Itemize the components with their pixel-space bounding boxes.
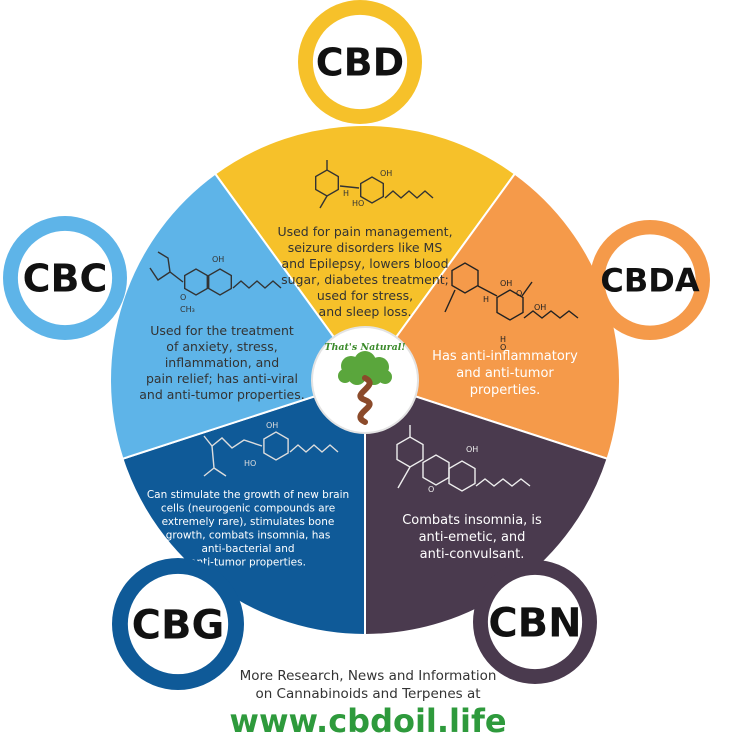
description-line: Combats insomnia, is [402,513,542,528]
molecule-atom-label: H [500,335,506,344]
molecule-atom-label: O [516,289,522,298]
molecule-bond [444,289,456,313]
molecule-chain [203,435,263,449]
molecule-cbc: OH O CH₃ [149,251,282,314]
molecule-ring [451,262,479,294]
molecule-atom-label: HO [352,199,364,208]
logo-leaf [338,369,352,383]
molecule-bond [339,185,360,189]
description-cbda: Has anti-inflammatory and anti-tumor prope… [432,349,578,398]
molecule-atom-label: HO [244,459,256,468]
description-line: and sleep loss. [319,304,412,319]
badge-label-cbg: CBG [132,602,225,648]
description-line: used for stress, [317,288,413,303]
description-line: Has anti-inflammatory [432,349,578,364]
badge-label-cbd: CBD [316,41,404,85]
molecule-atom-label: OH [466,445,478,454]
molecule-atom-label: H [483,295,489,304]
description-line: of anxiety, stress, [166,339,277,354]
description-line: and Epilepsy, lowers blood [281,256,448,271]
logo-trunk [357,375,373,425]
description-line: anti-bacterial and [201,543,294,555]
molecule-ring [448,460,476,492]
molecule-atom-label: OH [380,169,392,178]
molecule-chain [232,280,282,289]
description-line: Can stimulate the growth of new brain [147,489,349,501]
molecule-cbn: OH O [396,425,531,494]
molecule-atom-label: OH [534,303,546,312]
molecule-chain [523,310,579,319]
molecule-cbg: OH HO [203,421,339,477]
molecule-atom-label: OH [266,421,278,430]
molecule-bond [521,281,533,297]
description-cbg: Can stimulate the growth of new brain cel… [147,489,349,569]
molecule-chain [203,445,227,477]
molecule-cbd: OH HHO [315,160,434,209]
description-line: inflammation, and [165,355,279,370]
molecule-atom-label: OH [500,279,512,288]
description-line: anti-tumor properties. [190,557,306,569]
thats-natural-logo: That's Natural! [311,326,419,434]
badge-inner [487,574,583,670]
molecule-ring [184,268,208,296]
molecule-atom-label: O [428,485,434,494]
description-cbd: Used for pain management,seizure disorde… [277,224,452,319]
description-line: seizure disorders like MS [288,240,443,255]
molecule-chain [384,190,434,199]
description-line: pain relief; has anti-viral [146,371,298,386]
molecule-chain [149,251,184,283]
badge-label-cbc: CBC [23,257,108,301]
molecule-atom-label: CH₃ [180,305,195,314]
molecule-chain [475,478,531,487]
molecule-ring [496,289,524,321]
molecule-ring [360,176,384,204]
badge-cbda: CBDA [590,220,710,340]
badge-cbg: CBG [112,558,244,690]
badge-inner [312,14,408,110]
description-line: sugar, diabetes treatment; [281,272,449,287]
description-line: and anti-tumor [456,366,554,381]
footer-line-1: More Research, News and Information [239,668,497,684]
molecule-atom-label: OH [212,255,224,264]
badge-cbd: CBD [298,0,422,124]
description-line: and anti-tumor properties. [139,387,304,402]
description-cbn: Combats insomnia, is anti-emetic, and anti… [402,513,542,562]
description-line: cells (neurogenic compounds are [161,503,335,515]
badge-cbn: CBN [473,560,597,684]
molecule-ring [208,268,232,296]
badge-inner [17,230,113,326]
logo-text: That's Natural! [324,342,405,353]
footer-website-link[interactable]: www.cbdoil.life [229,702,507,740]
description-line: Used for pain management, [277,224,452,239]
molecule-bond [397,466,411,489]
molecule-atom-label: H [343,189,349,198]
description-line: growth, combats insomnia, has [166,530,331,542]
logo-leaf [348,367,366,385]
molecule-atom-label: O [180,293,186,302]
logo-leaf [378,370,392,384]
molecule-atom-label: O [500,343,506,352]
footer-line-2: on Cannabinoids and Terpenes at [255,686,481,702]
badge-label-cbda: CBDA [600,262,699,300]
description-line: anti-emetic, and [419,530,526,545]
description-line: anti-convulsant. [420,547,525,562]
description-line: properties. [470,383,540,398]
description-line: Used for the treatment [150,323,294,338]
badge-cbc: CBC [3,216,127,340]
segment-cbc [109,172,367,461]
molecule-bond [319,195,328,209]
molecule-ring [263,431,289,461]
molecule-bond [477,285,498,297]
molecule-chain [289,444,339,453]
badge-label-cbn: CBN [488,600,581,646]
badge-inner [604,234,696,326]
segment-cbd [213,124,517,382]
description-line: extremely rare), stimulates bone [162,516,335,528]
badge-inner [127,573,229,675]
